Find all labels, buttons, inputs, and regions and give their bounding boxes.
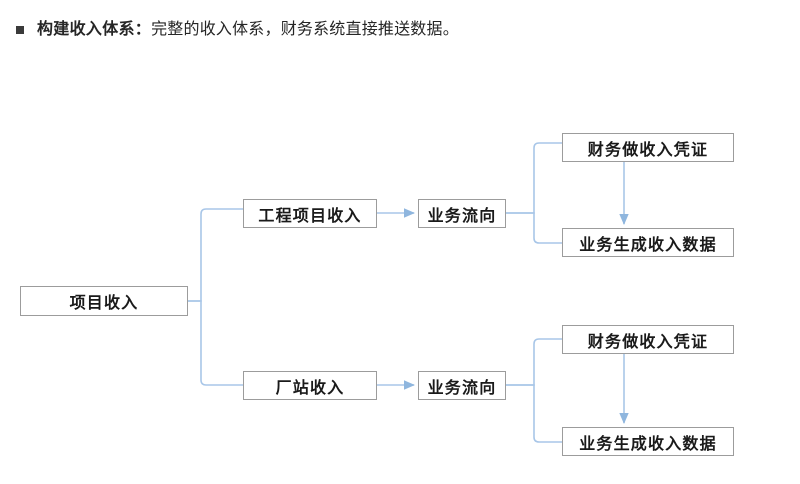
connector-flow-bottom-to-data-bottom [506,384,562,443]
node-label: 业务流向 [427,207,497,225]
node-label: 业务生成收入数据 [579,435,717,453]
node-finance-revenue-voucher-top[interactable]: 财务做收入凭证 [562,133,734,162]
node-label: 项目收入 [69,295,139,312]
node-business-generates-revenue-data-bottom[interactable]: 业务生成收入数据 [562,427,734,456]
node-station-revenue[interactable]: 厂站收入 [243,371,377,400]
connector-root-to-station [188,300,243,386]
node-label: 厂站收入 [275,379,345,397]
square-bullet-icon [16,26,24,34]
connector-flow-top-to-data-top [506,212,562,244]
node-label: 财务做收入凭证 [587,333,709,351]
node-business-generates-revenue-data-top[interactable]: 业务生成收入数据 [562,228,734,257]
header-bullet-line: 构建收入体系： 完整的收入体系，财务系统直接推送数据。 [16,20,459,40]
node-root-project-revenue[interactable]: 项目收入 [20,286,188,316]
connector-root-to-engineering [188,208,243,302]
node-label: 业务流向 [427,379,497,397]
node-label: 工程项目收入 [258,207,362,225]
connector-flow-top-to-voucher-top [506,142,562,214]
node-label: 业务生成收入数据 [579,236,717,254]
node-business-flow-bottom[interactable]: 业务流向 [418,371,506,400]
node-business-flow-top[interactable]: 业务流向 [418,199,506,228]
node-finance-revenue-voucher-bottom[interactable]: 财务做收入凭证 [562,325,734,354]
connector-flow-bottom-to-voucher-bottom [506,338,562,386]
node-label: 财务做收入凭证 [587,141,709,159]
header-title: 构建收入体系： [37,21,152,38]
node-engineering-project-revenue[interactable]: 工程项目收入 [243,199,377,228]
header-description: 完整的收入体系，财务系统直接推送数据。 [151,21,459,38]
